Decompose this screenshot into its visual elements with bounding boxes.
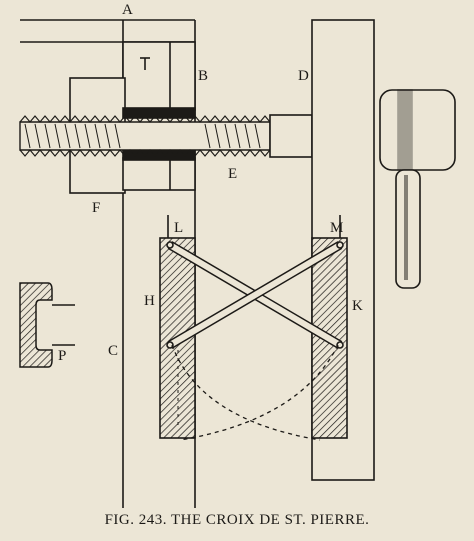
- label-m: M: [330, 220, 343, 236]
- label-k: K: [352, 298, 363, 314]
- cross-bar-2-inner: [168, 242, 342, 348]
- label-d: D: [298, 68, 309, 84]
- block-e: [122, 157, 196, 191]
- screw-band-top: [122, 107, 196, 119]
- mallet-head: [379, 89, 456, 171]
- mallet: [379, 89, 456, 289]
- label-e: E: [228, 166, 237, 182]
- label-l: L: [174, 220, 183, 236]
- label-h: H: [144, 293, 155, 309]
- swing-arc-left: [171, 344, 321, 441]
- label-f: F: [92, 200, 100, 216]
- profile-p: [19, 282, 53, 368]
- pivot-lower-left: [166, 341, 174, 349]
- swing-arc-right: [179, 344, 339, 441]
- pivot-l: [166, 241, 174, 249]
- label-a: A: [122, 2, 133, 18]
- pivot-m: [336, 241, 344, 249]
- figure-caption: FIG. 243. THE CROIX DE ST. PIERRE.: [104, 512, 370, 528]
- screw-thread-bottom-teeth: [19, 149, 281, 157]
- label-c: C: [108, 343, 118, 359]
- screw-thread-top-teeth: [19, 115, 271, 123]
- pivot-lower-right: [336, 341, 344, 349]
- label-p: P: [58, 348, 66, 364]
- label-b: B: [198, 68, 208, 84]
- screw-end-block: [269, 114, 313, 158]
- mallet-head-band: [397, 89, 413, 171]
- block-b: [122, 41, 196, 111]
- screw-thread-hatch: [24, 123, 261, 149]
